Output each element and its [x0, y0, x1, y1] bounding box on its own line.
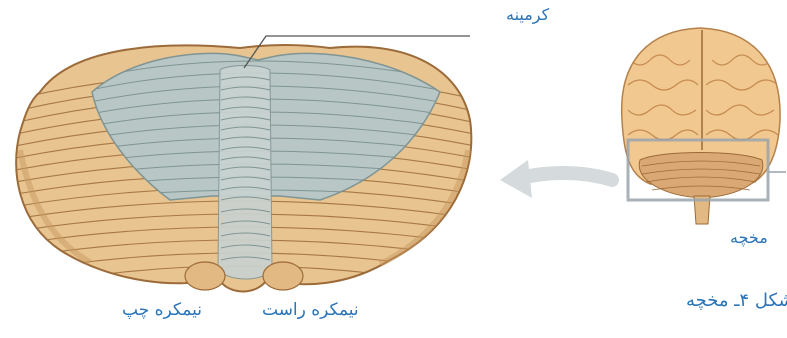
- left-arrow-icon: [500, 160, 612, 198]
- figure-caption: شکل ۴ـ مخچه: [686, 290, 787, 311]
- vermis-label: کرمینه: [506, 5, 549, 24]
- right-hemisphere-label: نیمکره راست: [262, 300, 359, 320]
- cerebellum-illustration: [15, 45, 475, 292]
- left-hemisphere-label: نیمکره چپ: [122, 300, 202, 320]
- brain-illustration: [622, 28, 786, 224]
- cerebellum-label: مخچه: [730, 228, 768, 247]
